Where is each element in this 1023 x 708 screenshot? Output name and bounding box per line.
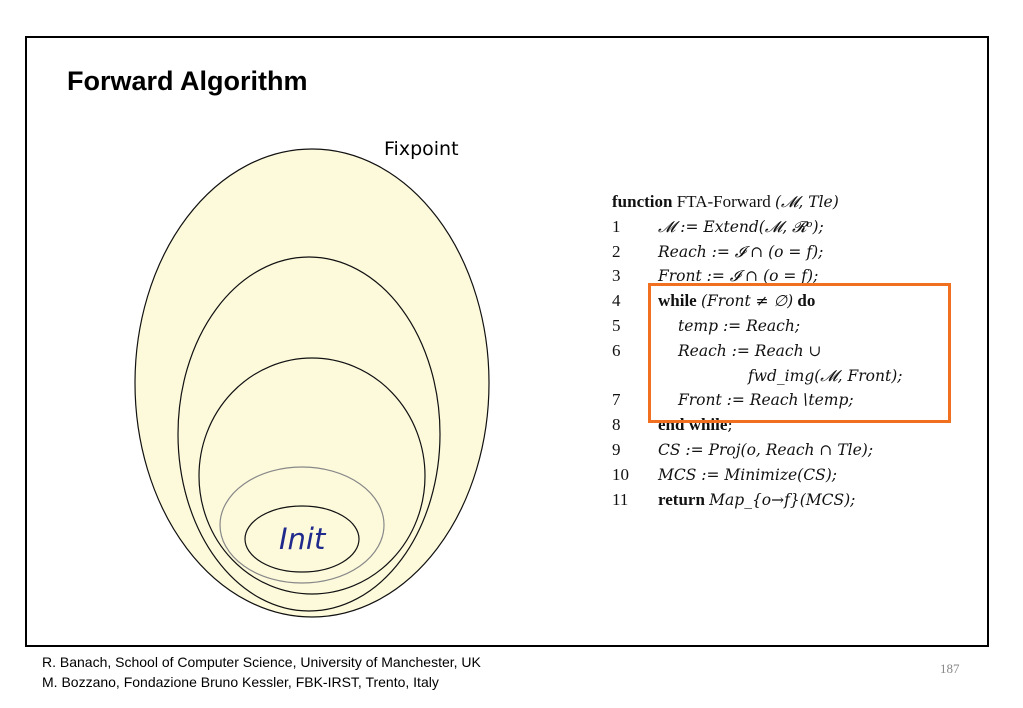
line-code: MCS := Minimize(CS); <box>658 463 957 488</box>
line-code: 𝓜 := Extend(𝓜, 𝓡ᵒ); <box>658 215 957 240</box>
algorithm-line: 6 Reach := Reach ∪ <box>612 339 957 364</box>
code-keyword: return <box>658 489 705 509</box>
line-code: CS := Proj(o, Reach ∩ Tle); <box>658 438 957 463</box>
algorithm-header: function FTA-Forward (𝓜, Tle) <box>612 190 957 215</box>
line-code: end while; <box>658 413 957 438</box>
algorithm-line: fwd_img(𝓜, Front); <box>612 364 957 389</box>
credits: R. Banach, School of Computer Science, U… <box>42 652 481 692</box>
slide-title: Forward Algorithm <box>67 66 308 96</box>
page-number: 187 <box>940 661 960 676</box>
algorithm-line: 4 while (Front ≠ ∅) do <box>612 289 957 314</box>
line-number: 5 <box>612 315 621 335</box>
line-number: 3 <box>612 266 621 286</box>
line-number: 7 <box>612 390 621 410</box>
line-number: 1 <box>612 216 621 236</box>
line-number: 11 <box>612 489 629 509</box>
code-expression: Reach := Reach ∪ <box>678 341 822 360</box>
algorithm-line: 1 𝓜 := Extend(𝓜, 𝓡ᵒ); <box>612 215 957 240</box>
code-expression: temp := Reach; <box>678 316 801 335</box>
code-expression: Map_{o→f}(MCS); <box>709 490 856 509</box>
code-expression: MCS := Minimize(CS); <box>658 465 837 484</box>
credit-line: R. Banach, School of Computer Science, U… <box>42 654 481 670</box>
code-keyword: while <box>658 291 697 311</box>
algorithm-line: 2 Reach := 𝓘 ∩ (o = f); <box>612 240 957 265</box>
line-number: 9 <box>612 439 621 459</box>
code-expression: fwd_img(𝓜, Front); <box>748 366 903 385</box>
init-ellipse <box>244 505 360 573</box>
algorithm-line: 5 temp := Reach; <box>612 314 957 339</box>
code-expression: ; <box>727 416 733 435</box>
line-number: 6 <box>612 340 621 360</box>
code-expression: 𝓜 := Extend(𝓜, 𝓡ᵒ); <box>658 217 824 236</box>
algorithm-line: 9 CS := Proj(o, Reach ∩ Tle); <box>612 438 957 463</box>
line-code: temp := Reach; <box>658 314 957 339</box>
line-code: return Map_{o→f}(MCS); <box>658 488 957 513</box>
code-keyword: end while <box>658 415 728 435</box>
function-keyword: function <box>612 192 673 211</box>
init-label: Init <box>279 522 326 556</box>
line-code: Reach := Reach ∪ <box>658 339 957 364</box>
line-number: 8 <box>612 415 621 435</box>
code-expression: Reach := 𝓘 ∩ (o = f); <box>658 242 824 261</box>
line-code: while (Front ≠ ∅) do <box>658 289 957 314</box>
line-code: Reach := 𝓘 ∩ (o = f); <box>658 240 957 265</box>
line-number: 2 <box>612 241 621 261</box>
algorithm-line: 7 Front := Reach∖temp; <box>612 388 957 413</box>
line-number: 10 <box>612 464 629 484</box>
algorithm-line: 8 end while; <box>612 413 957 438</box>
code-expression: Front := 𝓘 ∩ (o = f); <box>658 267 819 286</box>
algorithm-listing: function FTA-Forward (𝓜, Tle) 1 𝓜 := Exte… <box>612 190 957 512</box>
credit-line: M. Bozzano, Fondazione Bruno Kessler, FB… <box>42 674 439 690</box>
line-number: 4 <box>612 291 621 311</box>
function-args: (𝓜, Tle) <box>774 193 839 211</box>
while-loop-highlight-box <box>648 283 951 423</box>
algorithm-line: 10 MCS := Minimize(CS); <box>612 463 957 488</box>
algorithm-line: 11 return Map_{o→f}(MCS); <box>612 488 957 513</box>
line-code: fwd_img(𝓜, Front); <box>658 364 957 389</box>
code-expression: Front := Reach∖temp; <box>678 391 854 410</box>
algorithm-line: 3 Front := 𝓘 ∩ (o = f); <box>612 264 957 289</box>
line-code: Front := Reach∖temp; <box>658 388 957 413</box>
line-code: Front := 𝓘 ∩ (o = f); <box>658 264 957 289</box>
fixpoint-label: Fixpoint <box>384 138 459 160</box>
code-expression: CS := Proj(o, Reach ∩ Tle); <box>658 440 874 459</box>
code-expression: (Front ≠ ∅) <box>700 292 794 311</box>
code-keyword: do <box>797 291 816 311</box>
function-name: FTA-Forward <box>676 192 771 211</box>
